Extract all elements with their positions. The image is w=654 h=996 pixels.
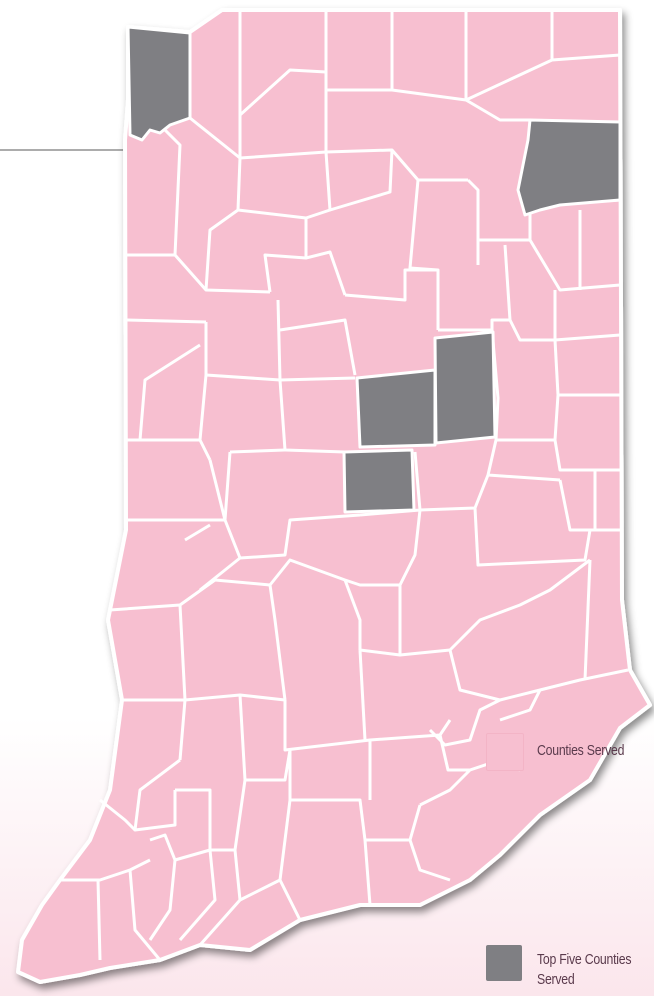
county-marion (355, 368, 437, 449)
county-allen (516, 118, 622, 217)
county-borders (60, 10, 629, 961)
county-johnson (342, 448, 416, 514)
county-lake (126, 25, 192, 142)
legend-label-served: Counties Served (537, 742, 625, 759)
county-hamilton (433, 330, 497, 445)
top-five-counties (126, 25, 622, 514)
legend-swatch-top-five (486, 945, 522, 981)
legend-label-top-five-line2: Served (537, 971, 575, 988)
legend-label-top-five-line1: Top Five Counties (537, 951, 632, 968)
legend-swatch-served (486, 733, 524, 771)
